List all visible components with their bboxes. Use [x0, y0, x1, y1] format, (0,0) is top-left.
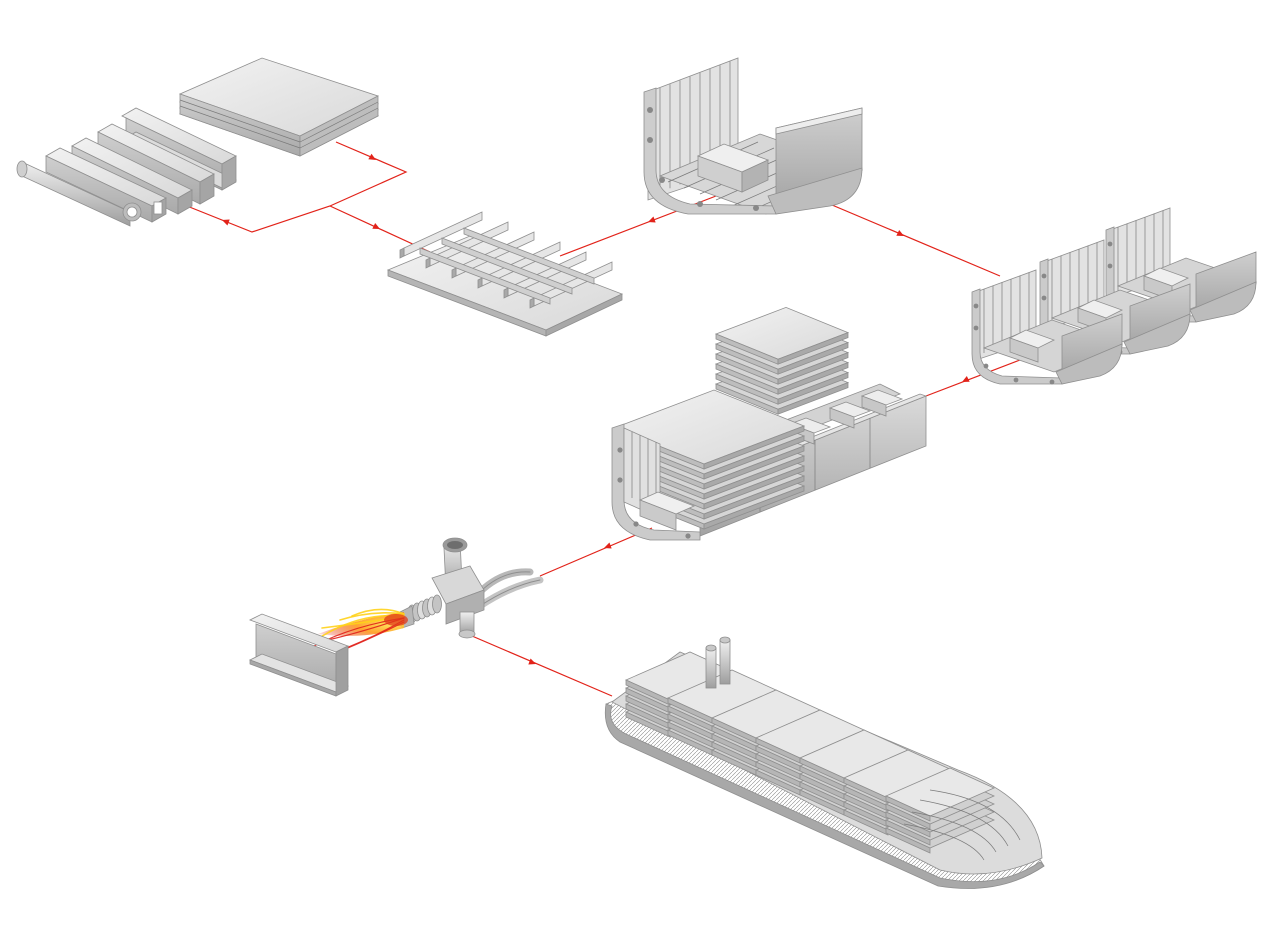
process-flow-lines: [171, 141, 1021, 697]
steel-plates-stack-icon: [178, 57, 380, 157]
flow-arrowhead-3: [372, 223, 380, 229]
flow-arrowhead-5: [896, 230, 904, 236]
flow-arrowhead-1: [368, 153, 376, 160]
flow-arrowhead-8: [528, 658, 536, 665]
hull-assembly-icon: [611, 306, 928, 541]
cutting-torch-icon: [313, 537, 544, 653]
hull-block-section-icon: [643, 57, 864, 215]
steel-i-beam-icon: [248, 613, 350, 697]
stiffened-panel-icon: [386, 211, 624, 337]
flow-arrowhead-6: [962, 376, 970, 382]
flow-arrowhead-4: [648, 216, 656, 223]
finished-ship-icon: [604, 636, 1045, 889]
flow-line-5: [925, 359, 1021, 397]
hull-block-group-icon: [971, 207, 1258, 385]
flow-arrowhead-2: [222, 219, 230, 226]
flow-line-6: [539, 527, 653, 577]
flow-arrowhead-7: [604, 542, 612, 549]
steel-profiles-bundle-icon: [16, 107, 237, 227]
flow-line-7: [471, 635, 613, 697]
